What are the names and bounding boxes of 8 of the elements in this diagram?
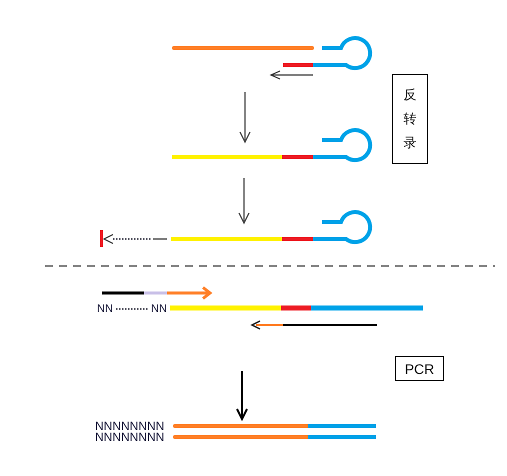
- step-box: [392, 74, 428, 164]
- sequence-label: NN: [97, 303, 113, 315]
- sequence-label: NNNNNNNN: [95, 420, 164, 432]
- step-label: 反转录: [404, 86, 416, 152]
- sequence-label: NNNNNNNN: [95, 432, 164, 442]
- sequence-label: NN: [151, 303, 167, 315]
- step-label: PCR: [404, 360, 434, 376]
- step-box: [395, 356, 444, 381]
